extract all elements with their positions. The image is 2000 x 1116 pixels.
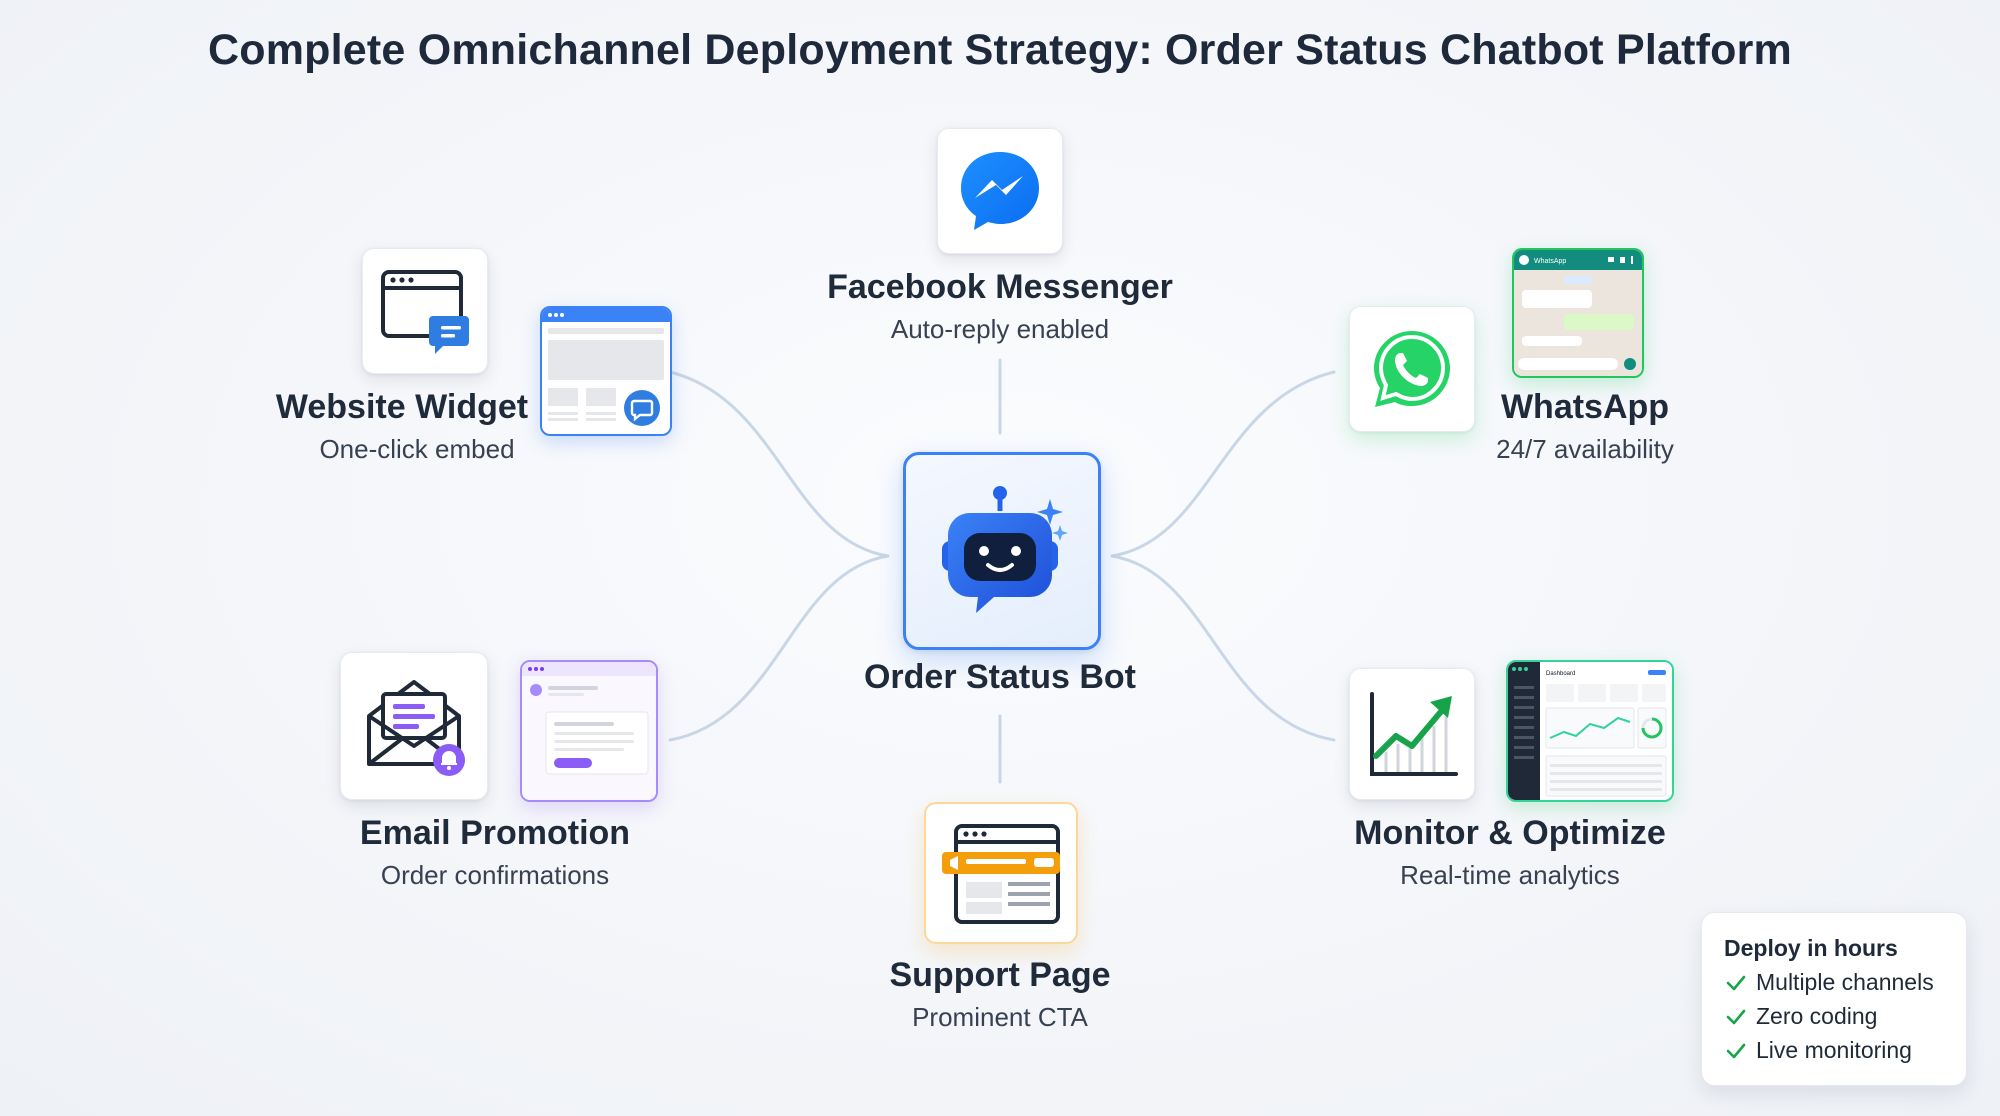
- analytics-dashboard-preview: Dashboard: [1506, 660, 1674, 802]
- monitor-optimize-label: Monitor & Optimize: [1354, 814, 1666, 852]
- email-preview-graphic: [522, 662, 656, 800]
- callout-item: Multiple channels: [1724, 969, 1934, 996]
- website-preview-graphic: [542, 308, 670, 426]
- callout-title: Deploy in hours: [1724, 935, 1898, 961]
- website-widget-label: Website Widget: [275, 388, 529, 426]
- whatsapp-sub: 24/7 availability: [1496, 434, 1674, 464]
- envelope-bell-icon: [367, 680, 465, 776]
- order-status-bot-label: Order Status Bot: [863, 658, 1137, 696]
- messenger-sub: Auto-reply enabled: [890, 314, 1110, 344]
- support-page-tile[interactable]: [924, 802, 1078, 944]
- whatsapp-tile[interactable]: [1349, 306, 1475, 432]
- website-preview: [540, 306, 672, 436]
- callout-item-label: Live monitoring: [1756, 1037, 1912, 1063]
- link-email: [668, 554, 890, 742]
- monitor-optimize-sub: Real-time analytics: [1400, 860, 1620, 890]
- dashboard-heading: Dashboard: [1546, 671, 1575, 677]
- monitor-optimize-tile[interactable]: [1349, 668, 1475, 800]
- whatsapp-label: WhatsApp: [1500, 388, 1670, 426]
- link-monitor: [1110, 554, 1336, 742]
- callout-item: Live monitoring: [1724, 1037, 1912, 1064]
- whatsapp-icon: [1374, 331, 1450, 407]
- email-promotion-sub: Order confirmations: [380, 860, 610, 890]
- email-preview: [520, 660, 658, 802]
- website-widget-sub: One-click embed: [319, 434, 515, 464]
- support-page-sub: Prominent CTA: [912, 1002, 1088, 1032]
- messenger-label: Facebook Messenger: [827, 268, 1173, 306]
- website-widget-tile[interactable]: [362, 248, 488, 374]
- check-icon: [1726, 1009, 1746, 1024]
- messenger-tile[interactable]: [937, 128, 1063, 254]
- order-status-bot-tile[interactable]: [903, 452, 1101, 650]
- whatsapp-preview-title: WhatsApp: [1534, 258, 1566, 265]
- robot-chat-icon: [942, 486, 1068, 613]
- link-website: [668, 370, 890, 558]
- whatsapp-preview: WhatsApp: [1512, 248, 1644, 378]
- support-page-icon: [942, 824, 1060, 924]
- support-page-label: Support Page: [889, 956, 1111, 994]
- email-promotion-tile[interactable]: [340, 652, 488, 800]
- browser-chat-icon: [381, 270, 469, 354]
- analytics-dashboard-graphic: Dashboard: [1508, 662, 1672, 800]
- messenger-icon: [961, 152, 1039, 230]
- callout-item: Zero coding: [1724, 1003, 1877, 1030]
- check-icon: [1726, 975, 1746, 990]
- page-title: Complete Omnichannel Deployment Strategy…: [208, 26, 1792, 74]
- link-whatsapp: [1110, 370, 1336, 558]
- growth-chart-icon: [1370, 692, 1458, 776]
- email-promotion-label: Email Promotion: [359, 814, 631, 852]
- check-icon: [1726, 1043, 1746, 1058]
- callout-item-label: Multiple channels: [1756, 969, 1934, 995]
- callout-item-label: Zero coding: [1756, 1003, 1878, 1029]
- deploy-callout: Deploy in hours Multiple channels Zero c…: [1701, 912, 1967, 1086]
- whatsapp-preview-graphic: WhatsApp: [1514, 250, 1642, 376]
